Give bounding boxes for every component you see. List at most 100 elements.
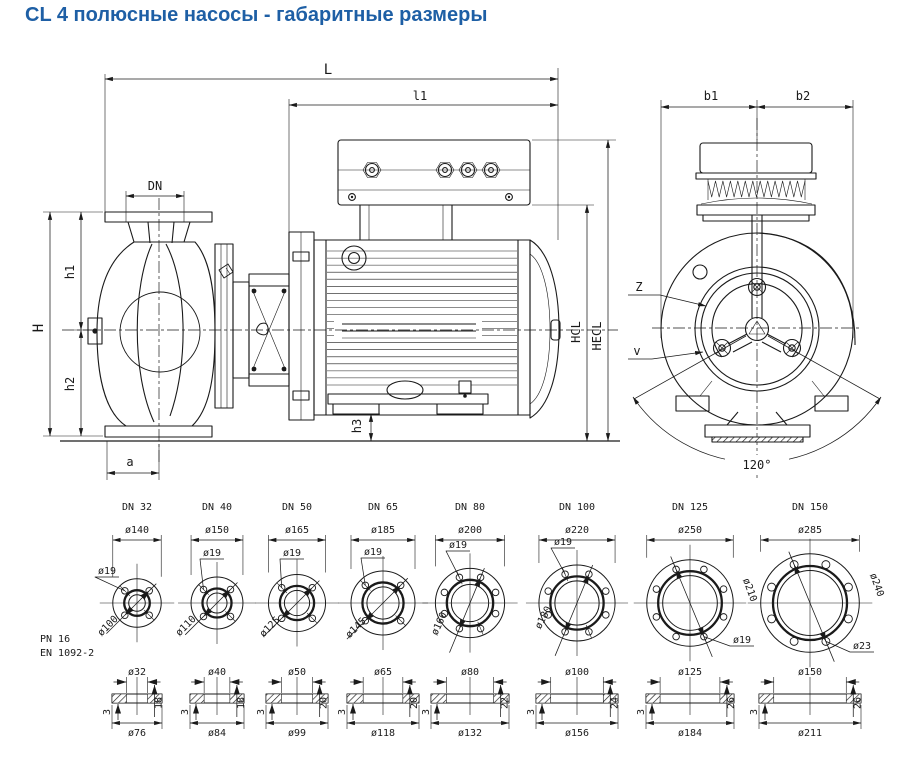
- dim-HECL: HECL: [590, 322, 604, 351]
- flange-pitch-dia-label: ø145: [344, 616, 369, 641]
- end-view-feet: [675, 380, 849, 412]
- section-outer-label: ø118: [371, 728, 395, 739]
- section-depth-label: 18: [154, 697, 165, 709]
- flange-outer-dia-label: ø250: [678, 525, 702, 536]
- section-lip-label: 3: [337, 709, 348, 715]
- flange-outer-dia-label: ø185: [371, 525, 395, 536]
- section-outer-label: ø99: [288, 728, 306, 739]
- flange-dn-label: DN 150: [792, 502, 828, 513]
- flange-outer-dia-label: ø165: [285, 525, 309, 536]
- section-depth-label: 22: [500, 697, 511, 709]
- dim-h1: h1: [63, 265, 77, 279]
- flange-pitch-dia-label: ø240: [867, 572, 886, 598]
- section-depth-label: 20: [409, 697, 420, 709]
- flange-outer-dia-label: ø200: [458, 525, 482, 536]
- flange-sections-row: ø32183ø76ø40183ø84ø50203ø99ø65203ø118ø80…: [102, 667, 863, 739]
- section-outer-label: ø76: [128, 728, 146, 739]
- flange-diagram-dn-50: ø165 DN 50 ø19 ø125: [255, 502, 339, 647]
- dim-l1: l1: [413, 89, 427, 103]
- flange-section-80: ø80 22 3 ø132: [421, 667, 511, 739]
- section-outer-label: ø184: [678, 728, 702, 739]
- casing-bolt-top: [747, 277, 767, 297]
- motor-mounting-flange: [288, 231, 315, 421]
- bearing-coupling-lantern: [214, 243, 290, 409]
- flange-hole-dia-label: ø19: [203, 548, 221, 559]
- flange-section-125: ø125 26 3 ø184: [636, 667, 737, 739]
- pressure-rating-label: PN 16: [40, 634, 70, 645]
- flange-pitch-dia-label: ø210: [740, 577, 759, 603]
- motor-body: [313, 239, 531, 416]
- section-depth-label: 18: [236, 697, 247, 709]
- flange-hole-dia-label: ø19: [283, 548, 301, 559]
- flange-diagram-dn-100: ø220 DN 100 ø19 ø180: [525, 502, 629, 657]
- section-bore-label: ø80: [461, 667, 479, 678]
- dim-Z: Z: [635, 280, 642, 294]
- motor-end-bell: [529, 239, 561, 419]
- flange-hole-dia-label: ø19: [733, 635, 751, 646]
- section-outer-label: ø84: [208, 728, 226, 739]
- section-lip-label: 3: [421, 709, 432, 715]
- end-view-dimensions: b1 b2 Z v 120°: [628, 89, 882, 472]
- motor-cooling-fins: [327, 250, 517, 386]
- section-bore-label: ø125: [678, 667, 702, 678]
- flange-hole-dia-label: ø23: [853, 641, 871, 652]
- dim-b2: b2: [796, 89, 810, 103]
- section-depth-label: 26: [726, 697, 737, 709]
- section-lip-label: 3: [636, 709, 647, 715]
- flange-diagram-dn-150: ø285 DN 150 ø23 ø240: [747, 502, 886, 668]
- section-bore-label: ø32: [128, 667, 146, 678]
- flange-dn-label: DN 80: [455, 502, 485, 513]
- section-lip-label: 3: [102, 709, 113, 715]
- standard-label: EN 1092-2: [40, 648, 94, 659]
- dim-H: H: [31, 324, 47, 332]
- flange-outer-dia-label: ø220: [565, 525, 589, 536]
- volute-end: [660, 215, 856, 426]
- section-outer-label: ø211: [798, 728, 822, 739]
- flange-pitch-dia-label: ø180: [533, 605, 554, 631]
- section-lip-label: 3: [749, 709, 760, 715]
- dim-v: v: [633, 344, 640, 358]
- pump-end-view: b1 b2 Z v 120°: [628, 89, 882, 478]
- discharge-flange-end: [704, 411, 811, 443]
- section-bore-label: ø100: [565, 667, 589, 678]
- brand-swirl-icon: [256, 322, 269, 336]
- flange-outer-dia-label: ø285: [798, 525, 822, 536]
- dim-DN: DN: [148, 179, 162, 193]
- vent-plug-icon: [218, 263, 234, 279]
- flange-dn-label: DN 125: [672, 502, 708, 513]
- flange-pitch-dia-label: ø125: [258, 615, 283, 640]
- flange-hole-dia-label: ø19: [554, 537, 572, 548]
- flange-hole-dia-label: ø19: [364, 547, 382, 558]
- flange-pitch-dia-label: ø100: [96, 614, 121, 639]
- section-depth-label: 20: [319, 697, 330, 709]
- flange-outer-dia-label: ø140: [125, 525, 149, 536]
- section-depth-label: 26: [852, 697, 863, 709]
- flange-outer-dia-label: ø150: [205, 525, 229, 536]
- section-outer-label: ø156: [565, 728, 589, 739]
- flange-hole-dia-label: ø19: [98, 566, 116, 577]
- dim-h2: h2: [63, 377, 77, 391]
- cooling-fins-end: [707, 180, 806, 198]
- dim-HCL: HCL: [569, 321, 583, 343]
- flange-dn-label: DN 40: [202, 502, 232, 513]
- dim-b1: b1: [704, 89, 718, 103]
- motor-feet: [327, 393, 489, 415]
- section-outer-label: ø132: [458, 728, 482, 739]
- pump-volute-side: [87, 211, 216, 438]
- flange-dn-label: DN 50: [282, 502, 312, 513]
- lifting-eye-icon: [341, 245, 367, 271]
- side-view-dimensions: L l1 DN H h1 h2 a h3 HCL: [31, 62, 616, 480]
- page-title: CL 4 полюсные насосы - габаритные размер…: [25, 4, 488, 26]
- flange-diagram-dn-125: ø250 DN 125 ø19 ø210: [633, 502, 759, 662]
- flange-section-32: ø32 18 3 ø76: [102, 667, 165, 739]
- flange-dn-label: DN 100: [559, 502, 595, 513]
